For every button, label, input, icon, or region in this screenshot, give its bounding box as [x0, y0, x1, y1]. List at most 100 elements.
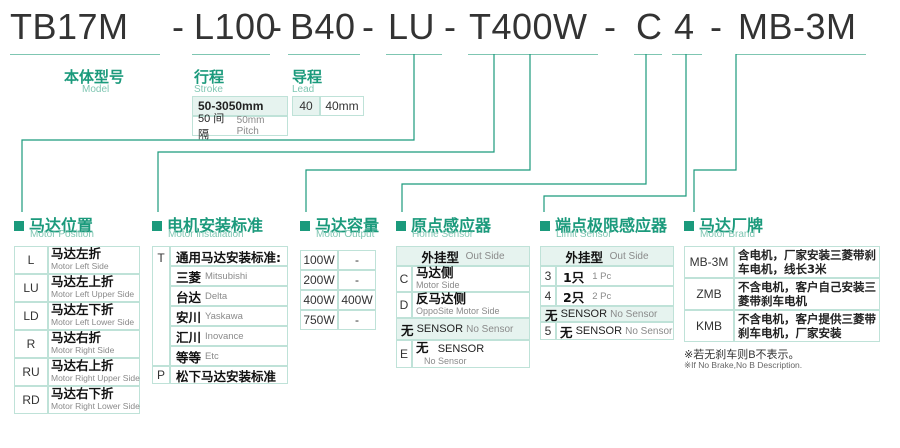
output-value: 400W: [338, 290, 376, 310]
code-dash: -: [444, 6, 457, 47]
home-e-cn: 无: [416, 339, 429, 355]
code-stroke: L100: [194, 6, 277, 47]
output-value: -: [338, 310, 376, 330]
install-brand-cn: 三菱: [176, 269, 202, 285]
code-dash: -: [172, 6, 185, 47]
code-lead: B40: [290, 6, 356, 47]
brand-code: MB-3M: [684, 246, 734, 278]
home-sensor-header-cn: 外挂型: [421, 249, 459, 265]
brand-note-en: ※If No Brake,No B Description.: [684, 360, 803, 370]
limit-nosensor-en: No Sensor: [610, 308, 658, 320]
motor-output-heading: 马达容量: [300, 212, 379, 236]
underline: [736, 54, 866, 55]
limit-sensor-header-en: Out Side: [609, 250, 649, 262]
limit-nosensor-cn: 无: [545, 307, 558, 323]
limit-code: 4: [540, 286, 556, 306]
output-power: 750W: [300, 310, 338, 330]
code-dash: -: [710, 6, 723, 47]
install-brand-cn: 安川: [176, 309, 202, 325]
home-e-desc: 无 SENSOR No Sensor: [412, 340, 530, 368]
square-bullet-icon: [396, 221, 406, 231]
position-cn: 马达右折: [51, 330, 102, 345]
stroke-pitch: 50 间隔 50mm Pitch: [192, 113, 288, 141]
brand-code: KMB: [684, 310, 734, 342]
underline: [672, 54, 702, 55]
brand-note-cn: ※若无刹车则B不表示。: [684, 349, 800, 361]
motor-installation-subtitle: Motor installation: [168, 229, 244, 240]
limit-5-en: No Sensor: [625, 325, 673, 337]
position-en: Motor Left Upper Side: [51, 289, 135, 299]
position-code: RD: [14, 386, 48, 414]
position-code: L: [14, 246, 48, 274]
output-power: 100W: [300, 250, 338, 270]
output-power: 200W: [300, 270, 338, 290]
home-sensor-header: 外挂型 Out Side: [396, 246, 530, 266]
home-sensor-title: 原点感应器: [411, 216, 492, 235]
home-e-mid: SENSOR: [437, 342, 485, 355]
limit-sensor-header-cn: 外挂型: [565, 249, 603, 265]
position-cn: 马达左下折: [51, 302, 114, 317]
stroke-pitch-cn: 50 间隔: [198, 113, 225, 141]
limit-sensor-header: 外挂型 Out Side: [540, 246, 674, 266]
limit-desc: 1只 1 Pc: [556, 266, 674, 286]
home-e-en: No Sensor: [424, 355, 467, 366]
position-cn: 马达右下折: [51, 386, 114, 401]
brand-desc: 含电机，厂家安装三菱带刹车电机，线长3米: [734, 246, 880, 278]
home-d-desc: 反马达侧 OppoSite Motor Side: [412, 292, 530, 318]
code-dash: -: [362, 6, 375, 47]
home-d-code: D: [396, 292, 412, 318]
motor-installation-heading: 电机安装标准: [152, 212, 263, 236]
limit-5-mid: SENSOR: [575, 325, 623, 337]
square-bullet-icon: [152, 221, 162, 231]
home-nosensor-row: 无 SENSOR No Sensor: [396, 318, 530, 340]
home-sensor-heading: 原点感应器: [396, 212, 491, 236]
limit-sensor-heading: 端点极限感应器: [540, 212, 667, 236]
code-home-sensor: C: [636, 6, 663, 47]
stroke-title: 行程: [194, 68, 225, 86]
code-limit-sensor: 4: [674, 6, 695, 47]
home-sensor-subtitle: Home Sensor: [412, 229, 474, 240]
install-t-code: T: [152, 246, 170, 366]
brand-code: ZMB: [684, 278, 734, 310]
underline: [10, 54, 160, 55]
lead-value: 40mm: [320, 96, 364, 116]
install-p-code: P: [152, 366, 170, 384]
motor-output-subtitle: Motor Output: [316, 229, 375, 240]
home-d-en: OppoSite Motor Side: [416, 306, 500, 316]
limit-code: 3: [540, 266, 556, 286]
square-bullet-icon: [684, 221, 694, 231]
home-c-cn: 马达侧: [416, 265, 454, 280]
position-code: LU: [14, 274, 48, 302]
position-en: Motor Right Upper Side: [51, 373, 140, 383]
motor-installation-title: 电机安装标准: [167, 216, 264, 235]
motor-output-title: 马达容量: [315, 216, 380, 235]
model-title: 本体型号: [64, 68, 125, 86]
code-model: TB17M: [10, 6, 129, 47]
motor-brand-heading: 马达厂牌: [684, 212, 763, 236]
install-p-label: 松下马达安装标准: [170, 366, 288, 384]
underline: [192, 54, 270, 55]
stroke-subtitle: Stroke: [194, 84, 223, 95]
position-code: LD: [14, 302, 48, 330]
limit-cn: 1只: [563, 269, 585, 285]
square-bullet-icon: [300, 221, 310, 231]
stroke-range: 50-3050mm: [192, 96, 288, 116]
underline: [468, 54, 598, 55]
home-nosensor-en: No Sensor: [466, 323, 514, 335]
limit-en: 1 Pc: [592, 270, 612, 282]
position-code: R: [14, 330, 48, 358]
code-output: T400W: [469, 6, 588, 47]
lead-title: 导程: [292, 68, 323, 86]
limit-cn: 2只: [563, 289, 585, 305]
motor-position-title: 马达位置: [29, 216, 94, 235]
position-cn: 马达左折: [51, 246, 102, 261]
motor-brand-subtitle: Motor Brand: [700, 229, 756, 240]
lead-subtitle: Lead: [292, 84, 315, 95]
